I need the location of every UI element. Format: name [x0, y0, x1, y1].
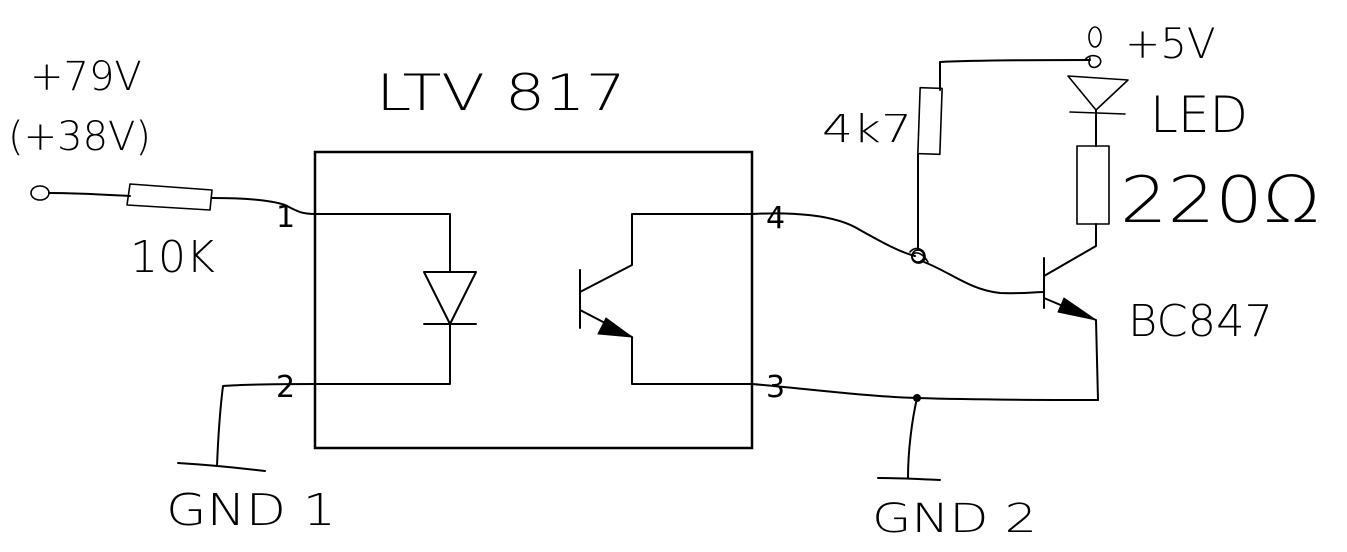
- input-resistor: [126, 183, 213, 211]
- pin-2-label: 2: [276, 370, 295, 405]
- output-led: [1067, 75, 1129, 115]
- input-wire: [48, 192, 131, 197]
- ground-right-label: GND 2: [872, 496, 1037, 542]
- phototransistor-collector: [579, 213, 753, 293]
- collector-wire: [1043, 223, 1097, 277]
- base-wire: [923, 261, 1045, 295]
- pin2-ground-wire: [216, 383, 316, 467]
- input-resistor-label: 10K: [130, 232, 215, 283]
- led-label: LED: [1150, 86, 1248, 144]
- ground-left-label: GND 1: [166, 485, 336, 536]
- optocoupler-label: LTV 817: [376, 64, 626, 122]
- ground-right-drop: [907, 397, 918, 479]
- pin3-ground-wire: [751, 383, 1099, 401]
- supply-terminal-scribble: [1084, 54, 1102, 69]
- optocoupler-package: [313, 150, 754, 450]
- phototransistor-emitter-arrow: [597, 317, 634, 338]
- pin-4-label: 4: [766, 201, 785, 236]
- led-cathode-wire: [314, 323, 451, 385]
- transistor-emitter-arrow: [1057, 297, 1097, 321]
- pin1-wire: [211, 197, 316, 215]
- supply-label: +5V: [1125, 19, 1216, 68]
- transistor-label: BC847: [1128, 296, 1273, 347]
- pin-3-label: 3: [766, 370, 785, 405]
- led-resistor: [1076, 145, 1110, 225]
- input-voltage-alt-label: (+38V): [8, 114, 151, 160]
- input-terminal: [30, 185, 50, 201]
- ground-right-symbol: [877, 477, 941, 481]
- led-resistor-label: 220Ω: [1120, 164, 1320, 238]
- internal-led-symbol: [423, 271, 477, 325]
- pin-1-label: 1: [276, 200, 295, 235]
- pullup-upper-wire: [939, 59, 1091, 91]
- led-anode-wire: [314, 213, 451, 273]
- pullup-resistor-label: 4k7: [822, 107, 912, 151]
- pullup-resistor: [917, 86, 943, 156]
- pin4-wire: [751, 212, 916, 257]
- supply-terminal: [1088, 26, 1102, 48]
- ground-left-symbol: [177, 462, 266, 472]
- input-voltage-label: +79V: [30, 54, 142, 100]
